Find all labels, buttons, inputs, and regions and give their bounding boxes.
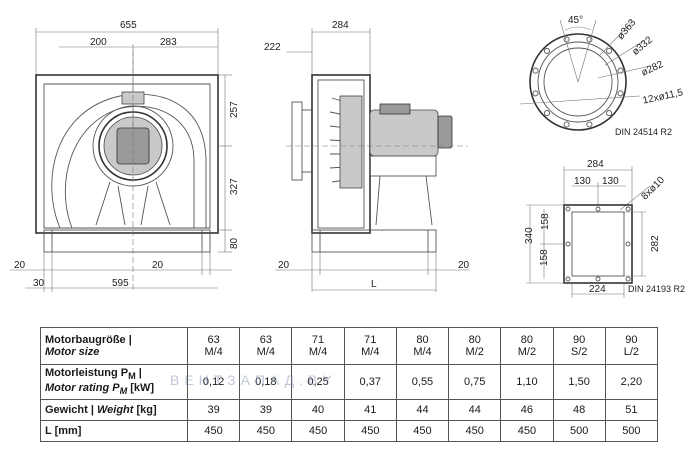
round-flange-standard: DIN 24514 R2 <box>615 127 672 137</box>
bolt-hole <box>543 47 550 54</box>
dim-rect-right: 282 <box>650 235 661 252</box>
dim-rect-holes: 8xø10 <box>640 175 668 203</box>
table-cell: 46 <box>500 399 554 421</box>
dim-angle: 45° <box>568 15 583 26</box>
row-header: Gewicht | Weight [kg] <box>40 399 188 421</box>
table-cell: 39 <box>239 399 293 421</box>
table-cell: 44 <box>395 399 450 421</box>
dim-d3: ø282 <box>640 59 666 79</box>
dim-holes: 12xø11,5 <box>642 87 685 106</box>
bolt-hole <box>586 36 593 43</box>
bolt-hole <box>606 47 613 54</box>
front-view: 655 200 283 257 327 80 <box>10 20 240 292</box>
dim-bottom-offset: 30 <box>33 278 45 289</box>
row-header: Motorbaugröße |Motor size <box>40 327 188 365</box>
bolt-hole <box>532 90 539 97</box>
row-header: Motorleistung PM |Motor rating PM [kW] <box>40 364 188 400</box>
table-cell: 0,25 <box>291 364 345 400</box>
table-cell: 0,37 <box>343 364 397 400</box>
table-cell: 450 <box>448 420 502 442</box>
table-cell: 450 <box>186 420 241 442</box>
dim-rect-top-right: 130 <box>602 176 619 187</box>
table-cell: 0,55 <box>395 364 450 400</box>
dim-rect-top: 284 <box>587 159 604 170</box>
dim-bottom-span: 595 <box>112 278 129 289</box>
bolt-hole <box>563 121 570 128</box>
row-header: L [mm] <box>40 420 188 442</box>
table-cell: 500 <box>604 420 659 442</box>
dim-side-bottom-left: 20 <box>278 260 290 271</box>
table-cell: 450 <box>239 420 293 442</box>
dim-rect-left-total: 340 <box>524 227 535 244</box>
table-cell: 450 <box>500 420 554 442</box>
dim-right-inner: 283 <box>160 37 177 48</box>
dim-left-inner: 200 <box>90 37 107 48</box>
dim-bottom-mid: 20 <box>152 260 164 271</box>
table-cell: 48 <box>552 399 606 421</box>
table-cell: 41 <box>343 399 397 421</box>
dim-right-lower: 327 <box>229 178 240 195</box>
table-cell: 44 <box>448 399 502 421</box>
side-view: 284 222 20 20 L <box>264 20 470 292</box>
bolt-hole <box>563 36 570 43</box>
bolt-hole <box>532 67 539 74</box>
table-cell: 51 <box>604 399 659 421</box>
table-cell: 450 <box>291 420 345 442</box>
technical-drawing: 655 200 283 257 327 80 <box>10 15 685 298</box>
table-cell: 500 <box>552 420 606 442</box>
table-cell: 39 <box>186 399 241 421</box>
dim-right-upper: 257 <box>229 101 240 118</box>
rect-flange-standard: DIN 24193 R2 <box>628 284 685 294</box>
bolt-hole <box>617 90 624 97</box>
dim-d2: ø332 <box>630 34 655 57</box>
dim-top-width: 284 <box>332 20 349 31</box>
table-cell: 2,20 <box>604 364 659 400</box>
bolt-hole <box>543 110 550 117</box>
dim-right-base: 80 <box>229 237 240 249</box>
dim-rect-left-lower: 158 <box>539 249 550 266</box>
dim-width-total: 655 <box>120 20 137 31</box>
table-cell: 0,75 <box>448 364 502 400</box>
bolt-hole <box>617 67 624 74</box>
table-cell: 1,50 <box>552 364 606 400</box>
dim-d1: ø363 <box>615 17 638 42</box>
round-flange: 45° ø363 ø332 ø282 12xø11,5 DIN 24514 R2 <box>519 15 685 137</box>
watermark: ВЕНТЗАПАД.BY <box>170 372 337 388</box>
dim-bottom-left: 20 <box>14 260 26 271</box>
table-cell: 1,10 <box>500 364 554 400</box>
housing-frame <box>35 74 219 234</box>
dim-inlet-depth: 222 <box>264 42 281 53</box>
dim-side-bottom-right: 20 <box>458 260 470 271</box>
rect-flange: 284 130 130 8xø10 340 158 158 282 224 DI <box>524 159 685 298</box>
dim-rect-left-upper: 158 <box>540 213 551 230</box>
table-cell: 450 <box>343 420 397 442</box>
dim-rect-bottom: 224 <box>589 284 606 295</box>
dim-rect-top-left: 130 <box>574 176 591 187</box>
table-row: Motorleistung PM |Motor rating PM [kW] 0,… <box>40 364 659 400</box>
table-cell: 40 <box>291 399 345 421</box>
bolt-hole <box>606 110 613 117</box>
table-cell: 450 <box>395 420 450 442</box>
bolt-hole <box>586 121 593 128</box>
dim-length: L <box>371 279 377 290</box>
